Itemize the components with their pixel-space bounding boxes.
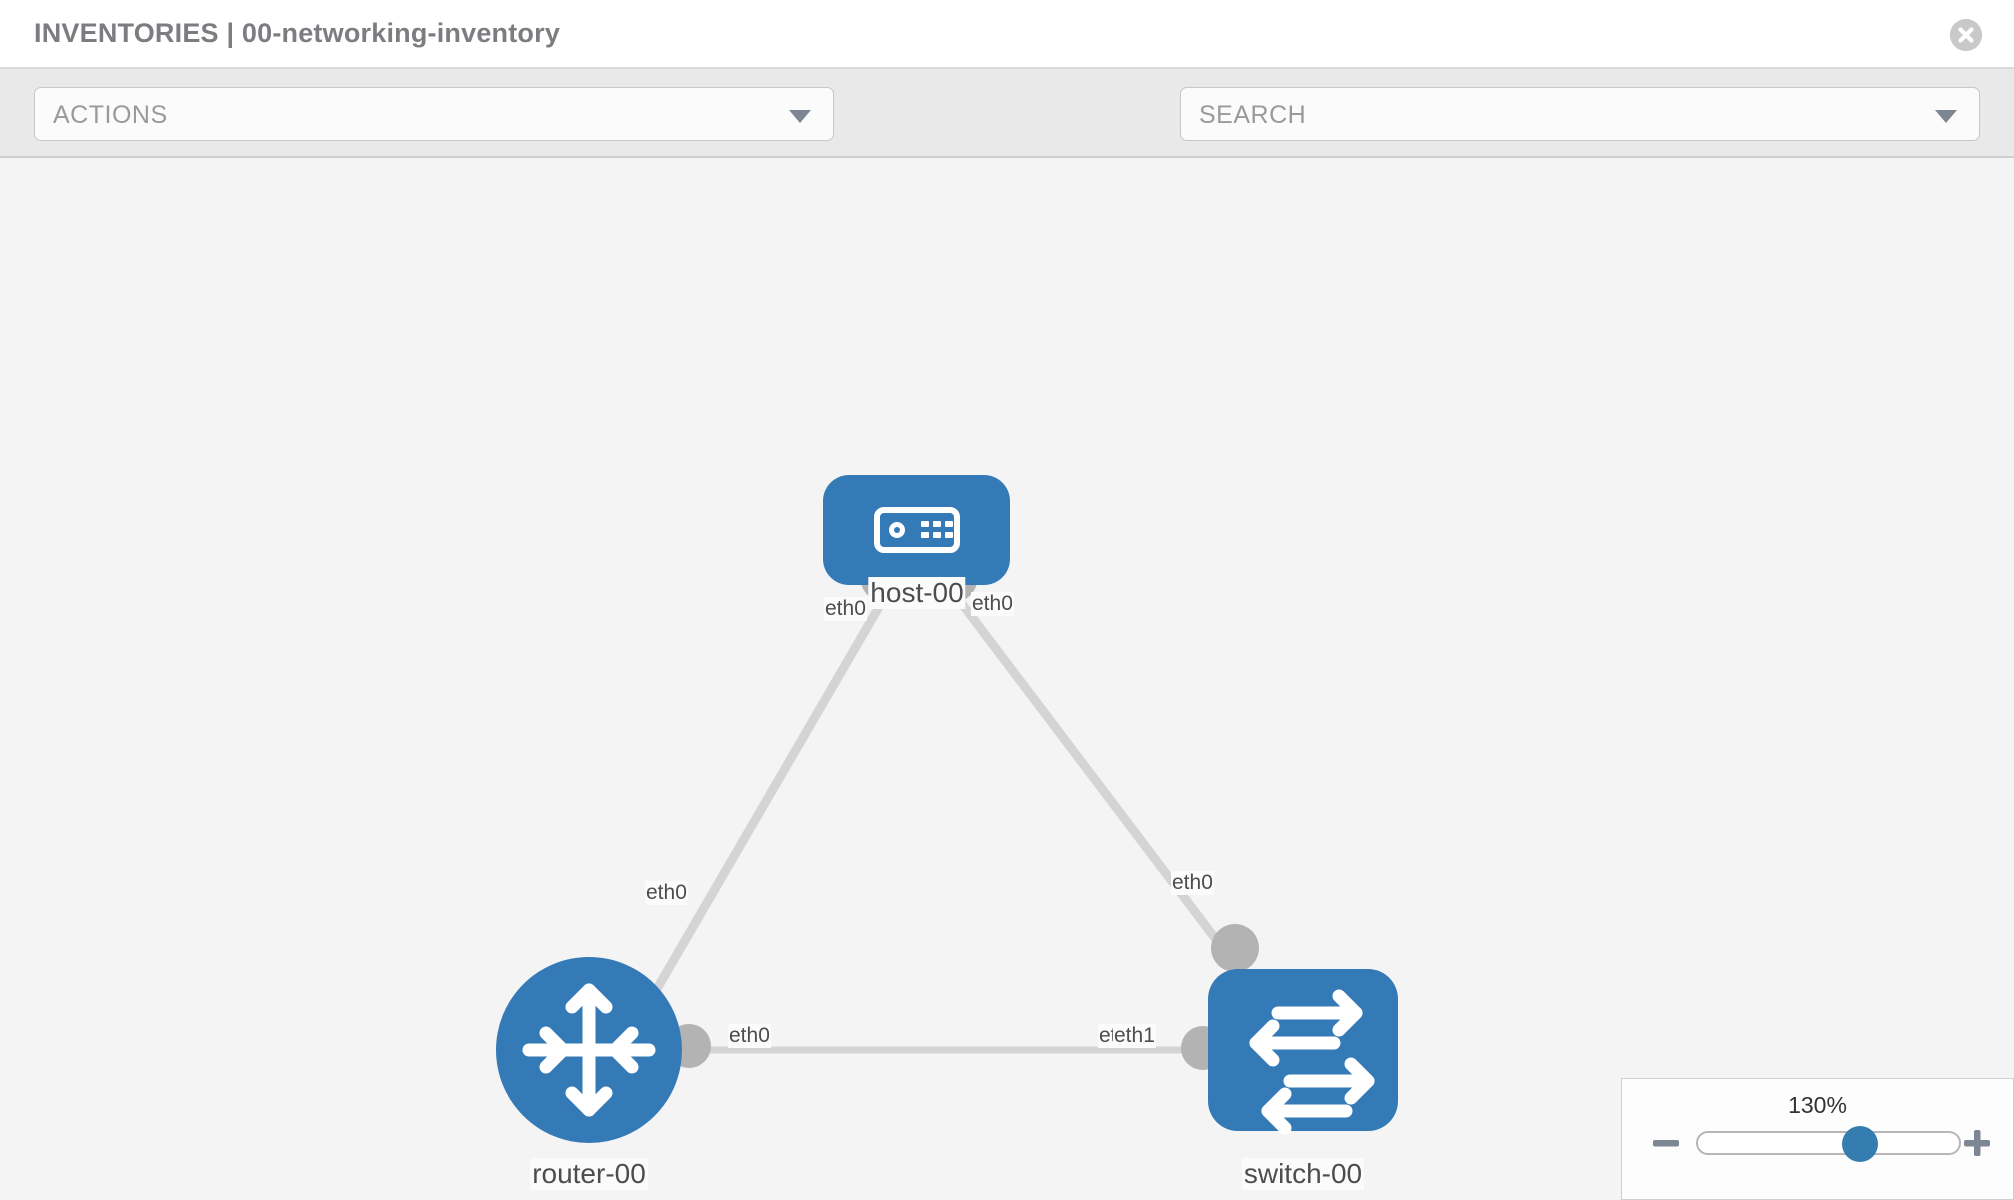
zoom-level-value: 130% xyxy=(1788,1092,1847,1118)
iface-label-router-up: eth0 xyxy=(645,881,688,905)
page-header: INVENTORIES | 00-networking-inventory xyxy=(0,0,2014,69)
iface-label-router-right: eth0 xyxy=(728,1024,771,1048)
node-label-router: router-00 xyxy=(530,1158,648,1190)
topology-edges xyxy=(636,585,1234,1054)
edge-host-switch xyxy=(946,585,1234,961)
minus-icon[interactable] xyxy=(1650,1127,1682,1159)
zoom-slider-thumb[interactable] xyxy=(1841,1126,1878,1162)
topology-canvas[interactable]: host-00 router-00 switch-00 eth0 eth0 et… xyxy=(0,158,2014,1200)
connector-switch-top xyxy=(1211,924,1259,972)
page-title: INVENTORIES | 00-networking-inventory xyxy=(34,18,561,48)
iface-label-host-left: eth0 xyxy=(824,597,867,621)
zoom-slider[interactable] xyxy=(1696,1126,1961,1162)
topology-graph xyxy=(496,475,1398,1143)
router-arrows-icon xyxy=(522,983,656,1117)
plus-icon[interactable] xyxy=(1961,1127,1993,1159)
server-icon xyxy=(874,507,960,553)
node-switch-00 xyxy=(1208,969,1398,1135)
chevron-down-icon xyxy=(1935,110,1957,123)
switch-arrows-icon xyxy=(1249,989,1375,1135)
search-placeholder: SEARCH xyxy=(1199,101,1307,129)
zoom-control-panel: 130% xyxy=(1621,1078,2014,1200)
search-input[interactable]: SEARCH xyxy=(1180,87,1980,141)
close-icon[interactable] xyxy=(1950,19,1982,51)
actions-dropdown[interactable]: ACTIONS xyxy=(34,87,834,141)
node-label-switch: switch-00 xyxy=(1241,1158,1365,1190)
chevron-down-icon xyxy=(789,110,811,123)
node-router-00 xyxy=(496,957,682,1143)
iface-label-host-right: eth0 xyxy=(971,592,1014,616)
edge-host-router xyxy=(636,585,894,1021)
node-label-host: host-00 xyxy=(868,577,966,609)
iface-label-switch-up: eth0 xyxy=(1171,871,1214,895)
iface-label-switch-left: eth1 xyxy=(1113,1024,1156,1048)
node-host-00 xyxy=(823,475,1010,585)
topology-toolbar: ACTIONS SEARCH xyxy=(0,69,2014,205)
actions-dropdown-label: ACTIONS xyxy=(53,101,168,129)
